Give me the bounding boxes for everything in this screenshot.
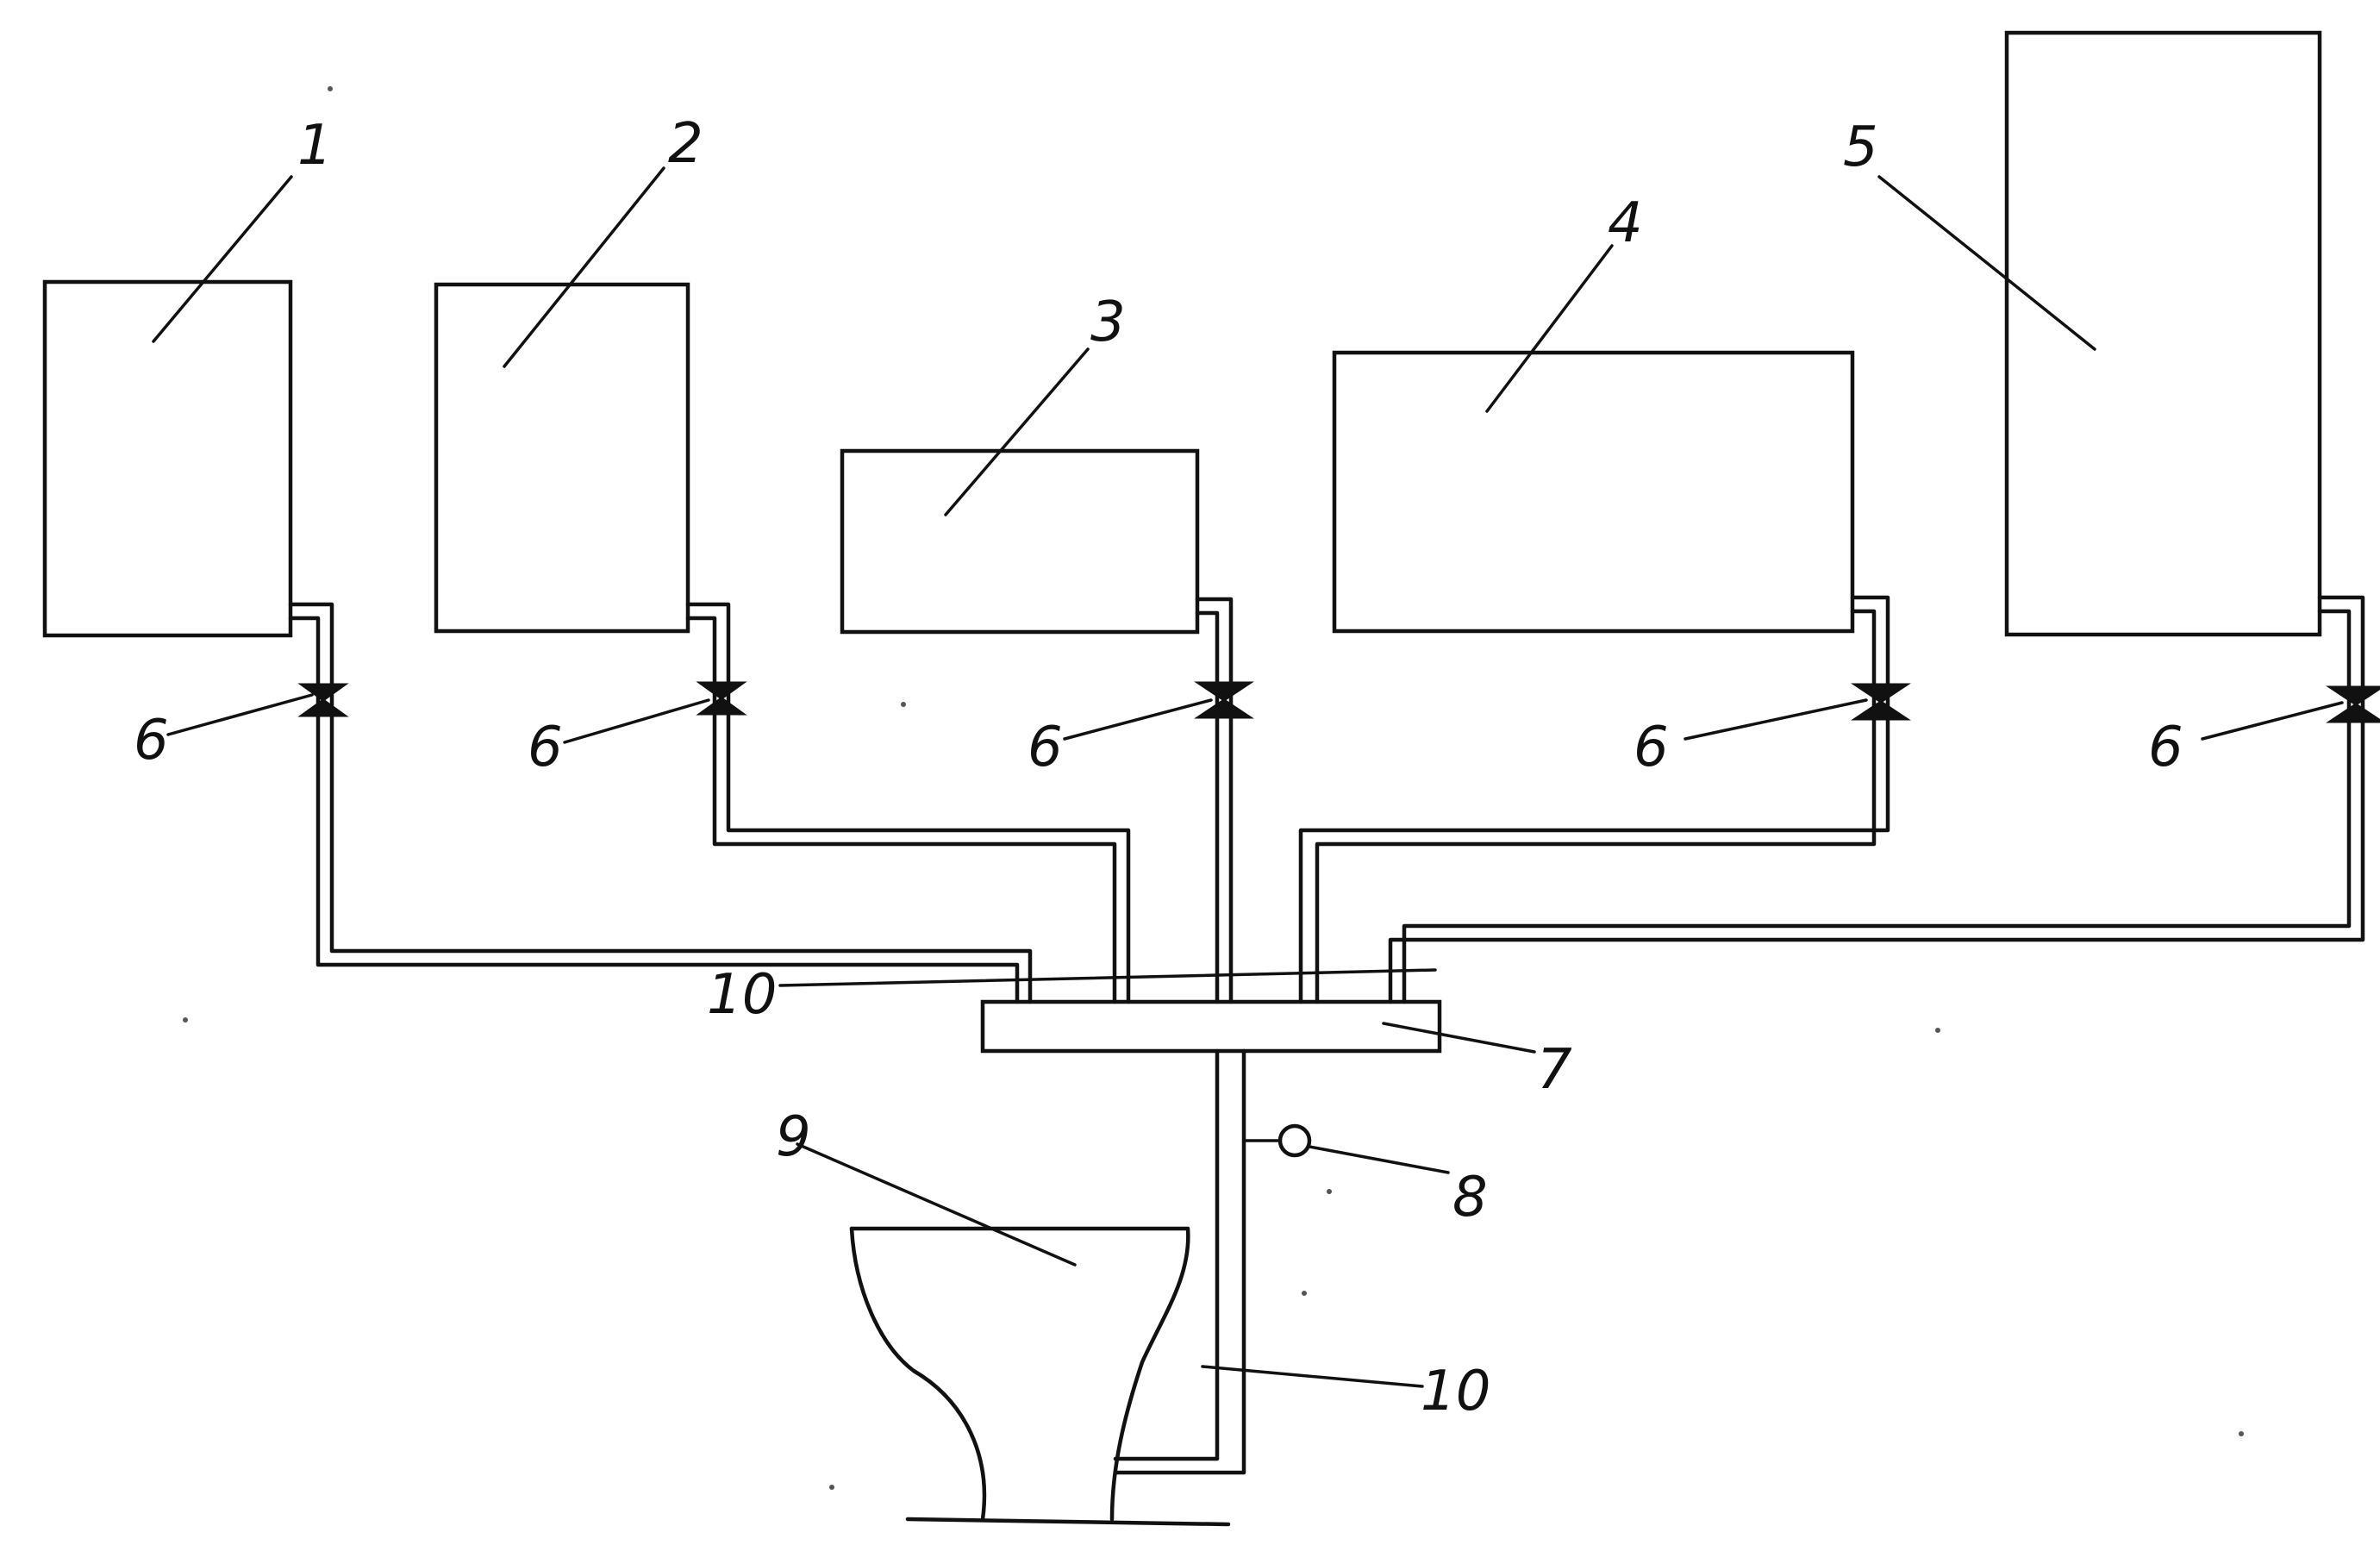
valve-4: [1851, 683, 1911, 721]
pipe-5: [1388, 595, 2365, 1004]
label-3: 3: [1090, 291, 1126, 354]
container-4: [1332, 350, 1855, 634]
speck: [1935, 1028, 1940, 1033]
toilet: [849, 1226, 1231, 1527]
gauge: [1277, 1123, 1312, 1158]
leader-2: [503, 166, 665, 368]
leader-6d: [1683, 698, 1868, 741]
valve-3: [1194, 681, 1254, 719]
container-1: [42, 279, 293, 638]
leader-5: [1877, 175, 2096, 351]
pipe-2: [685, 602, 1131, 1004]
label-1: 1: [297, 114, 333, 178]
speck: [901, 702, 906, 707]
label-9: 9: [776, 1105, 811, 1169]
leader-3: [944, 347, 1090, 516]
leader-6b: [563, 698, 710, 744]
label-6b: 6: [528, 716, 563, 779]
leader-6a: [166, 693, 314, 736]
valve-1: [297, 683, 349, 717]
label-8: 8: [1452, 1166, 1488, 1229]
leader-6c: [1063, 698, 1213, 741]
label-10-top: 10: [707, 963, 777, 1027]
label-6a: 6: [134, 709, 169, 772]
label-4: 4: [1608, 191, 1643, 255]
outlet-pipe: [1113, 1048, 1246, 1475]
label-7: 7: [1537, 1038, 1572, 1102]
manifold: [980, 999, 1442, 1054]
label-5: 5: [1843, 116, 1878, 179]
label-10-bottom: 10: [1421, 1360, 1490, 1423]
container-3: [840, 448, 1200, 635]
container-2: [434, 282, 690, 634]
leader-6e: [2201, 701, 2344, 741]
label-6c: 6: [1028, 716, 1063, 779]
valve-5: [2326, 685, 2380, 723]
container-5: [2004, 30, 2322, 637]
pipe-3: [1195, 597, 1234, 1004]
leader-10-bottom: [1201, 1365, 1424, 1388]
pipe-4: [1298, 595, 1890, 1004]
speck: [183, 1017, 188, 1023]
speck: [829, 1485, 834, 1490]
speck: [2239, 1431, 2244, 1436]
speck: [1302, 1291, 1307, 1296]
valve-2: [696, 681, 747, 716]
leader-4: [1485, 244, 1614, 413]
leader-7: [1382, 1022, 1536, 1054]
leader-8: [1308, 1145, 1450, 1174]
leader-1: [152, 175, 293, 343]
leader-10-top: [778, 968, 1437, 987]
speck: [328, 86, 333, 91]
label-6d: 6: [1634, 716, 1669, 779]
label-6e: 6: [2148, 716, 2183, 779]
pipe-1: [288, 602, 1033, 1004]
speck: [1327, 1189, 1332, 1194]
label-2: 2: [668, 112, 703, 176]
leader-9: [796, 1142, 1077, 1267]
